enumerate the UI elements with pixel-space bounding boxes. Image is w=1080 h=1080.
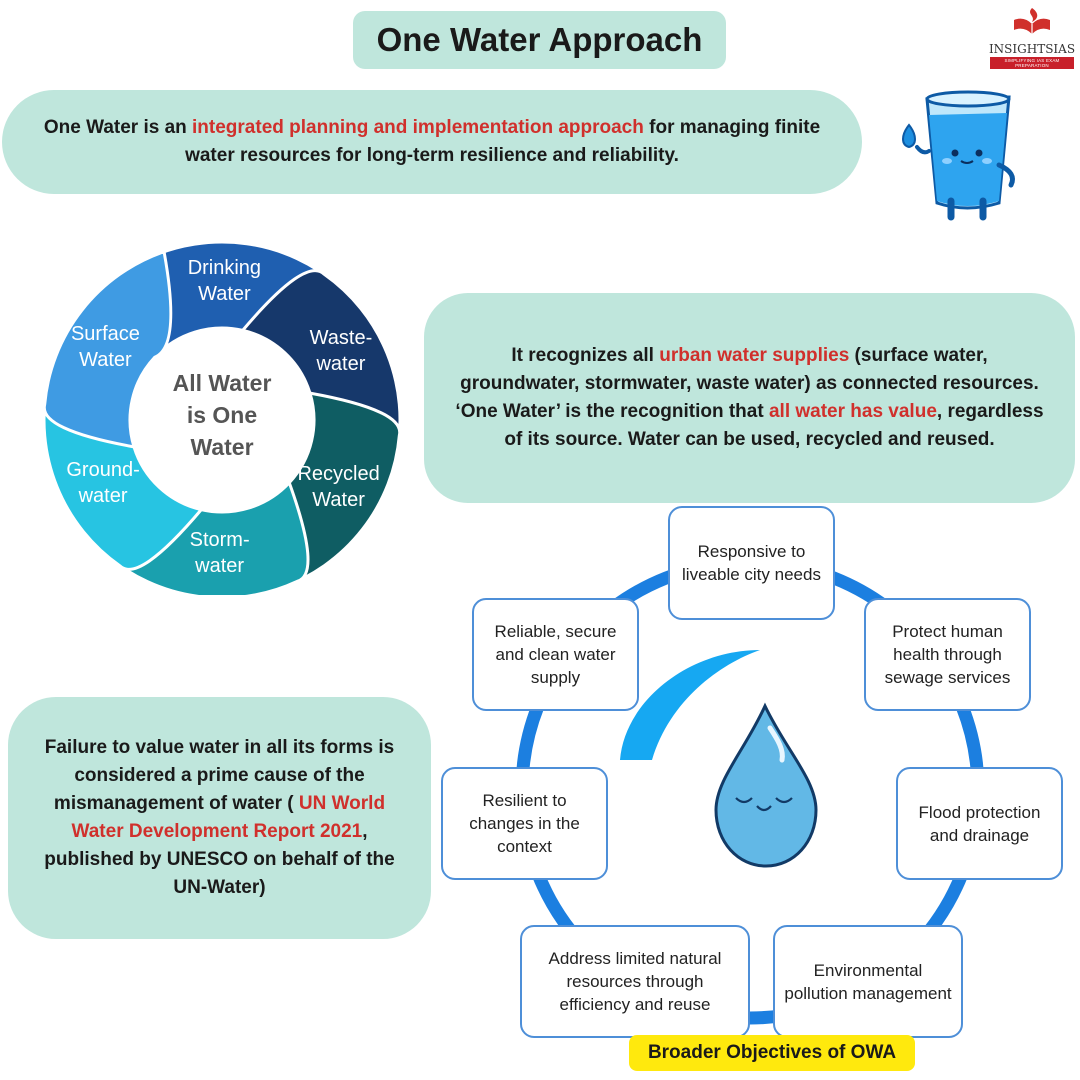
water-glass-mascot-icon bbox=[902, 90, 1015, 221]
cycle-label-recycled-water-line-1: Recycled bbox=[297, 463, 379, 485]
book-flame-icon bbox=[1014, 8, 1050, 34]
cycle-label-drinking-water-line-1: Drinking bbox=[188, 257, 261, 279]
inner-arc-icon bbox=[620, 650, 760, 760]
cycle-label-wastewater-line-2: water bbox=[315, 353, 365, 375]
failure-box: Failure to value water in all its forms … bbox=[8, 697, 431, 939]
recognition-highlight-1: urban water supplies bbox=[659, 345, 850, 366]
cycle-label-surface-water-line-1: Surface bbox=[71, 323, 140, 345]
cycle-segment-surface-water bbox=[42, 249, 173, 449]
objectives-caption: Broader Objectives of OWA bbox=[629, 1035, 915, 1071]
intro-highlight: integrated planning and implementation a… bbox=[192, 117, 644, 138]
intro-box: One Water is an integrated planning and … bbox=[2, 90, 862, 194]
cycle-label-groundwater-line-2: water bbox=[78, 485, 128, 507]
cycle-label-surface-water-line-2: Water bbox=[79, 349, 132, 371]
objective-limited-resources: Address limited natural resources throug… bbox=[520, 925, 750, 1038]
intro-text: One Water is an integrated planning and … bbox=[24, 114, 840, 170]
page-title: One Water Approach bbox=[353, 11, 726, 69]
intro-text-part1: One Water is an bbox=[43, 117, 193, 138]
recognition-box: It recognizes all urban water supplies (… bbox=[424, 293, 1075, 503]
objective-pollution-management: Environmental pollution management bbox=[773, 925, 963, 1038]
water-drop-mascot-icon bbox=[714, 702, 818, 868]
recognition-text-part2: (surface water, groundwater, stormwater,… bbox=[455, 345, 1039, 422]
intro-text-part2: for managing finite water resources for … bbox=[185, 117, 821, 166]
cycle-center-line-1: All Water bbox=[173, 370, 272, 396]
cycle-center-line-3: Water bbox=[190, 434, 253, 460]
objective-reliable-supply: Reliable, secure and clean water supply bbox=[472, 598, 639, 711]
objective-human-health: Protect human health through sewage serv… bbox=[864, 598, 1031, 711]
recognition-text-part1: It recognizes all bbox=[511, 345, 660, 366]
cycle-label-stormwater-line-1: Storm- bbox=[190, 529, 250, 551]
recognition-text: It recognizes all urban water supplies (… bbox=[454, 342, 1045, 454]
objective-resilient-context: Resilient to changes in the context bbox=[441, 767, 608, 880]
recognition-text-part3: , regardless of its source. Water can be… bbox=[504, 401, 1044, 450]
failure-highlight: UN World Water Development Report 2021 bbox=[71, 793, 386, 842]
cycle-label-wastewater-line-1: Waste- bbox=[310, 327, 373, 349]
logo-tagline: SIMPLIFYING IAS EXAM PREPARATION bbox=[990, 57, 1074, 69]
cycle-label-drinking-water-line-2: Water bbox=[198, 283, 251, 305]
cycle-label-stormwater-line-2: water bbox=[194, 555, 244, 577]
logo-brand: INSIGHTSIAS bbox=[988, 42, 1076, 56]
all-water-is-one-water-diagram: DrinkingWaterWaste-waterRecycledWaterSto… bbox=[42, 240, 402, 595]
cycle-label-groundwater-line-1: Ground- bbox=[66, 459, 139, 481]
failure-text-part1: Failure to value water in all its forms … bbox=[44, 737, 395, 814]
recognition-highlight-2: all water has value bbox=[768, 401, 937, 422]
cycle-label-recycled-water-line-2: Water bbox=[312, 489, 365, 511]
objective-flood-protection: Flood protection and drainage bbox=[896, 767, 1063, 880]
insightsias-logo: INSIGHTSIAS SIMPLIFYING IAS EXAM PREPARA… bbox=[988, 6, 1076, 70]
failure-text-part2: , published by UNESCO on behalf of the U… bbox=[44, 821, 395, 898]
cycle-center-line-2: is One bbox=[187, 402, 257, 428]
objective-liveable-city: Responsive to liveable city needs bbox=[668, 506, 835, 620]
failure-text: Failure to value water in all its forms … bbox=[26, 734, 413, 902]
